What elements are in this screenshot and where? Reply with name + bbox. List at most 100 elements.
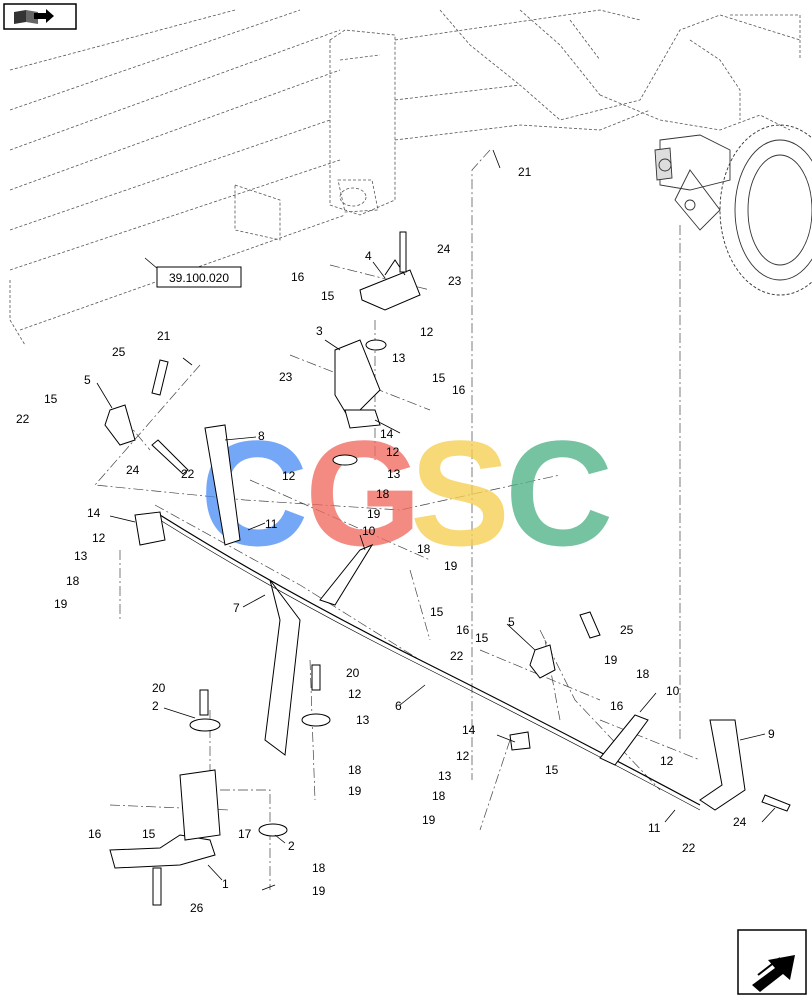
callout-15-3[interactable]: 15 (44, 392, 58, 406)
callout-19-4[interactable]: 19 (604, 653, 618, 667)
callout-14-top[interactable]: 14 (380, 427, 394, 441)
callout-4[interactable]: 4 (365, 249, 372, 263)
bracket-3 (334, 339, 381, 421)
bracket-4 (359, 269, 421, 311)
callout-19-2[interactable]: 19 (54, 597, 68, 611)
callout-21-top[interactable]: 21 (518, 165, 532, 179)
callout-12-2[interactable]: 12 (386, 445, 400, 459)
callout-15-4[interactable]: 15 (430, 605, 444, 619)
callout-leaders (96, 149, 776, 891)
callout-12-4[interactable]: 12 (92, 531, 106, 545)
callout-25-right[interactable]: 25 (620, 623, 634, 637)
callout-12-5[interactable]: 12 (348, 687, 362, 701)
open-book-arrow-icon[interactable] (3, 3, 77, 30)
callout-25-left[interactable]: 25 (112, 345, 126, 359)
callout-15-2[interactable]: 15 (432, 371, 446, 385)
rod-7 (264, 579, 301, 756)
callout-17[interactable]: 17 (238, 827, 252, 841)
callout-20-lower[interactable]: 20 (346, 666, 360, 680)
callout-19-3[interactable]: 19 (444, 559, 458, 573)
wheel-hub-assembly (654, 124, 812, 296)
assembly-centerlines (94, 149, 701, 890)
callout-24-top[interactable]: 24 (437, 242, 451, 256)
callout-2-upper[interactable]: 2 (152, 699, 159, 713)
callout-15-5[interactable]: 15 (475, 631, 489, 645)
callout-numbers: 1 2 2 3 4 5 5 6 7 8 9 10 10 11 11 12 12 … (16, 165, 775, 915)
callout-12-1[interactable]: 12 (420, 325, 434, 339)
callout-16-2[interactable]: 16 (452, 383, 466, 397)
callout-16-1[interactable]: 16 (291, 270, 305, 284)
callout-23-right[interactable]: 23 (448, 274, 462, 288)
link-10-upper (319, 543, 374, 606)
callout-5-left[interactable]: 5 (84, 373, 91, 387)
callout-18-2[interactable]: 18 (66, 574, 80, 588)
callout-5-right[interactable]: 5 (508, 615, 515, 629)
callout-19-7[interactable]: 19 (312, 884, 326, 898)
callout-2-lower[interactable]: 2 (288, 839, 295, 853)
callout-12-7[interactable]: 12 (660, 754, 674, 768)
callout-3[interactable]: 3 (316, 324, 323, 338)
callout-13-5[interactable]: 13 (438, 769, 452, 783)
callout-12-6[interactable]: 12 (456, 749, 470, 763)
callout-16-4[interactable]: 16 (610, 699, 624, 713)
callout-21-left[interactable]: 21 (157, 329, 171, 343)
callout-18-5[interactable]: 18 (348, 763, 362, 777)
callout-8[interactable]: 8 (258, 429, 265, 443)
callout-24-right[interactable]: 24 (733, 815, 747, 829)
plate-14-left (134, 511, 166, 546)
callout-22-3[interactable]: 22 (450, 649, 464, 663)
callout-13-2[interactable]: 13 (387, 467, 401, 481)
machine-frame-phantom (9, 9, 801, 346)
callout-11-lower[interactable]: 11 (648, 821, 661, 835)
callout-15-6[interactable]: 15 (545, 763, 559, 777)
callout-9[interactable]: 9 (768, 727, 775, 741)
link-10-lower (599, 714, 649, 766)
cap-2-lower (258, 823, 288, 837)
callout-22-4[interactable]: 22 (682, 841, 696, 855)
callout-15-7[interactable]: 15 (142, 827, 156, 841)
callout-24-left[interactable]: 24 (126, 463, 140, 477)
parts (104, 231, 791, 906)
lever-8 (204, 424, 241, 546)
callout-10-upper[interactable]: 10 (362, 524, 376, 538)
reference-callout[interactable]: 39.100.020 (144, 257, 242, 288)
callout-12-3[interactable]: 12 (282, 469, 296, 483)
callout-13-4[interactable]: 13 (356, 713, 370, 727)
lever-9 (699, 719, 746, 811)
callout-18-1[interactable]: 18 (376, 487, 390, 501)
callout-19-6[interactable]: 19 (422, 813, 436, 827)
callout-13-1[interactable]: 13 (392, 351, 406, 365)
watermark-letter-4: C (505, 409, 613, 577)
callout-18-6[interactable]: 18 (432, 789, 446, 803)
callout-16-5[interactable]: 16 (88, 827, 102, 841)
callout-22-2[interactable]: 22 (181, 467, 195, 481)
reference-label: 39.100.020 (169, 271, 229, 285)
callout-15-1[interactable]: 15 (321, 289, 335, 303)
next-page-arrow-icon[interactable] (737, 929, 807, 995)
callout-19-1[interactable]: 19 (367, 507, 381, 521)
callout-22-1[interactable]: 22 (16, 412, 30, 426)
callout-1[interactable]: 1 (222, 877, 229, 891)
watermark-letter-3: S (410, 409, 510, 577)
callout-16-3[interactable]: 16 (456, 623, 470, 637)
callout-11-upper[interactable]: 11 (265, 517, 278, 531)
callout-6[interactable]: 6 (395, 699, 402, 713)
callout-18-4[interactable]: 18 (636, 667, 650, 681)
plate-14-top (344, 409, 381, 429)
bracket-5-left (104, 404, 136, 446)
callout-19-5[interactable]: 19 (348, 784, 362, 798)
handle-1 (109, 834, 216, 869)
cap-2-upper (189, 718, 221, 732)
callout-13-3[interactable]: 13 (74, 549, 88, 563)
callout-14-right[interactable]: 14 (462, 723, 476, 737)
plate-14-right (509, 731, 531, 751)
callout-23-left[interactable]: 23 (279, 370, 293, 384)
callout-7[interactable]: 7 (233, 601, 240, 615)
callout-20-upper[interactable]: 20 (152, 681, 166, 695)
callout-26[interactable]: 26 (190, 901, 204, 915)
callout-18-3[interactable]: 18 (417, 542, 431, 556)
callout-18-7[interactable]: 18 (312, 861, 326, 875)
callout-14-left[interactable]: 14 (87, 506, 101, 520)
callout-10-lower[interactable]: 10 (666, 684, 680, 698)
